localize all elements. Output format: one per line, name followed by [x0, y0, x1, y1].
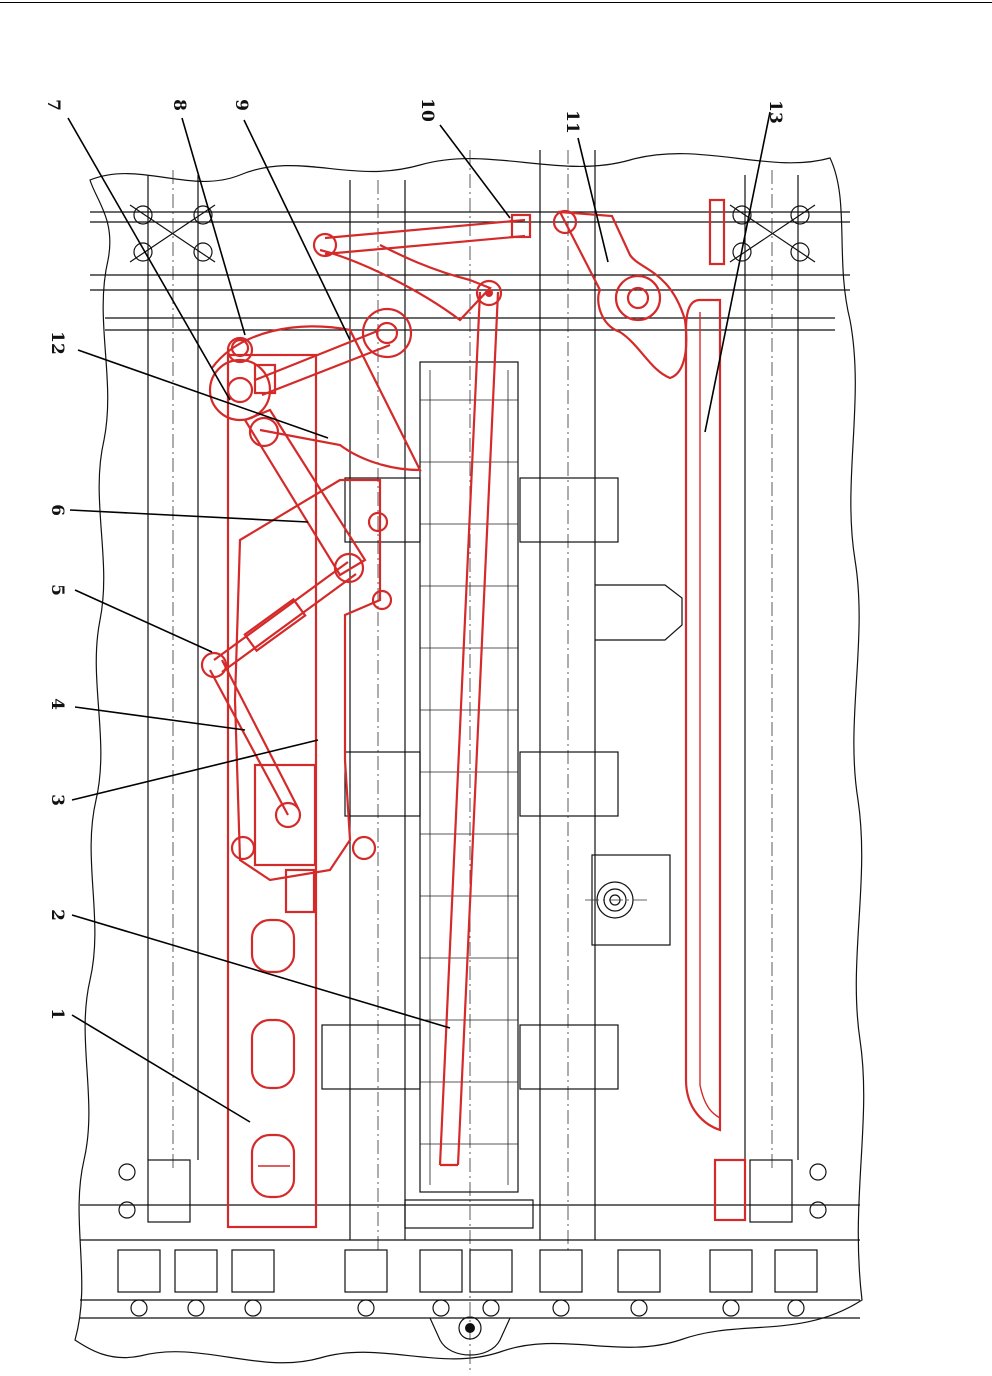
- bottom-frame-boxes: [118, 1250, 817, 1316]
- frame-bolt: [788, 1300, 804, 1316]
- clamp-block: [345, 752, 420, 816]
- mechanism-highlight: [202, 200, 745, 1227]
- frame-bolt: [553, 1300, 569, 1316]
- frame-box: [618, 1250, 660, 1292]
- frame-box: [232, 1250, 274, 1292]
- frame-bolt: [131, 1300, 147, 1316]
- leader-4: [75, 707, 245, 730]
- callout-13: 13: [765, 100, 785, 124]
- frame-box: [470, 1250, 512, 1292]
- leader-11: [578, 138, 608, 262]
- leader-2: [72, 915, 450, 1028]
- hinge-bracket: [595, 585, 682, 640]
- part-2-rod: [440, 281, 501, 1165]
- frame-bolt: [723, 1300, 739, 1316]
- hitch-pin: [465, 1323, 475, 1333]
- callout-1: 1: [47, 1008, 67, 1020]
- frame-box: [175, 1250, 217, 1292]
- frame-bolt: [358, 1300, 374, 1316]
- frame-box: [775, 1250, 817, 1292]
- frame-box: [540, 1250, 582, 1292]
- callout-10: 10: [417, 98, 437, 122]
- corner-bolt: [810, 1164, 826, 1180]
- leader-13: [705, 112, 770, 432]
- callout-3: 3: [47, 794, 67, 806]
- callout-6: 6: [47, 504, 67, 516]
- bolt-cluster-right: [730, 205, 815, 262]
- part-5-link: [202, 562, 356, 677]
- leader-10: [440, 125, 510, 218]
- frame-box: [118, 1250, 160, 1292]
- part-13-bar: [686, 200, 745, 1220]
- leader-12: [78, 350, 328, 438]
- callout-2: 2: [47, 909, 67, 921]
- corner-bolt: [119, 1164, 135, 1180]
- clamp-block: [520, 1025, 618, 1089]
- part-11-crank: [560, 212, 686, 378]
- part-10-rod: [325, 211, 576, 254]
- frame-bolt: [631, 1300, 647, 1316]
- leader-8: [182, 118, 245, 335]
- central-tube: [420, 362, 518, 1192]
- leader-5: [75, 590, 212, 652]
- part-6-lever: [245, 410, 365, 582]
- callout-9: 9: [231, 99, 251, 111]
- callout-5: 5: [47, 584, 67, 596]
- callout-7: 7: [43, 99, 63, 111]
- frame-bolt: [245, 1300, 261, 1316]
- frame-box: [710, 1250, 752, 1292]
- bolt-cluster-left: [130, 205, 215, 262]
- part-1-frame: [228, 355, 316, 1227]
- clamp-block: [520, 752, 618, 816]
- callout-4: 4: [47, 698, 67, 710]
- frame-box: [420, 1250, 462, 1292]
- part-3-housing: [232, 480, 391, 912]
- leader-3: [72, 740, 318, 800]
- frame-box: [345, 1250, 387, 1292]
- leader-1: [72, 1015, 250, 1122]
- callout-labels: 7 8 9 10 11 13 12 6 5 4 3 2 1: [43, 98, 785, 1020]
- callout-8: 8: [169, 99, 189, 111]
- corner-block: [148, 1160, 190, 1222]
- callout-11: 11: [562, 110, 582, 134]
- tube-end-flange: [405, 1200, 533, 1228]
- clamp-block: [345, 478, 420, 542]
- callout-12: 12: [47, 331, 67, 355]
- corner-block: [750, 1160, 792, 1222]
- clamp-block: [520, 478, 618, 542]
- frame-bolt: [433, 1300, 449, 1316]
- part-9-link: [255, 234, 490, 395]
- frame-bolt: [483, 1300, 499, 1316]
- leader-6: [70, 510, 308, 522]
- leader-7: [68, 118, 230, 400]
- frame-bolt: [188, 1300, 204, 1316]
- leader-9: [244, 120, 350, 340]
